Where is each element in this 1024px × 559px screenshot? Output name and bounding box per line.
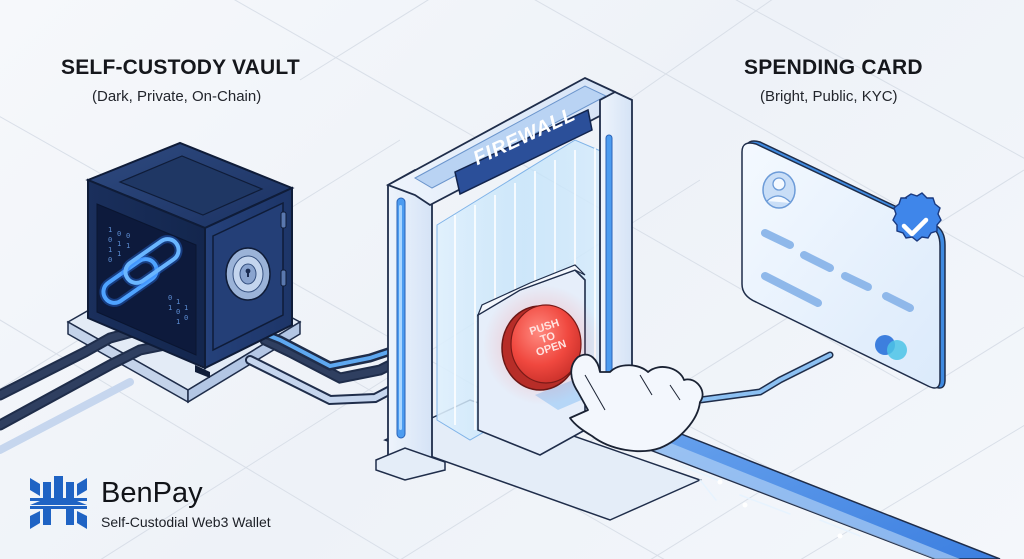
svg-text:0: 0 [108,236,112,244]
brand-name: BenPay [101,477,203,509]
svg-text:0: 0 [126,232,130,240]
card-link-cable [696,351,834,404]
svg-text:0: 0 [176,308,180,316]
verified-badge-icon [892,192,942,242]
hand-pointer-icon [569,353,704,453]
svg-text:0: 0 [117,230,121,238]
firewall-sign [454,108,593,196]
svg-text:1: 1 [168,304,172,312]
svg-text:0: 0 [184,314,188,322]
svg-text:0: 0 [108,256,112,264]
card-title: SPENDING CARD [744,56,923,79]
svg-text:1: 1 [108,246,112,254]
svg-text:1: 1 [117,240,121,248]
brand-tagline: Self-Custodial Web3 Wallet [101,514,271,530]
svg-text:1: 1 [126,242,130,250]
svg-text:1: 1 [176,318,180,326]
benpay-logo-icon [30,476,87,529]
svg-text:1: 1 [108,226,112,234]
firewall-gate [375,76,703,521]
svg-text:1: 1 [176,298,180,306]
card-subtitle: (Bright, Public, KYC) [760,88,898,105]
vault-title: SELF-CUSTODY VAULT [61,56,300,79]
svg-text:0: 0 [168,294,172,302]
vault-subtitle: (Dark, Private, On-Chain) [92,88,262,105]
svg-text:1: 1 [117,250,121,258]
svg-text:1: 1 [184,304,188,312]
spending-card-icon [741,140,946,389]
